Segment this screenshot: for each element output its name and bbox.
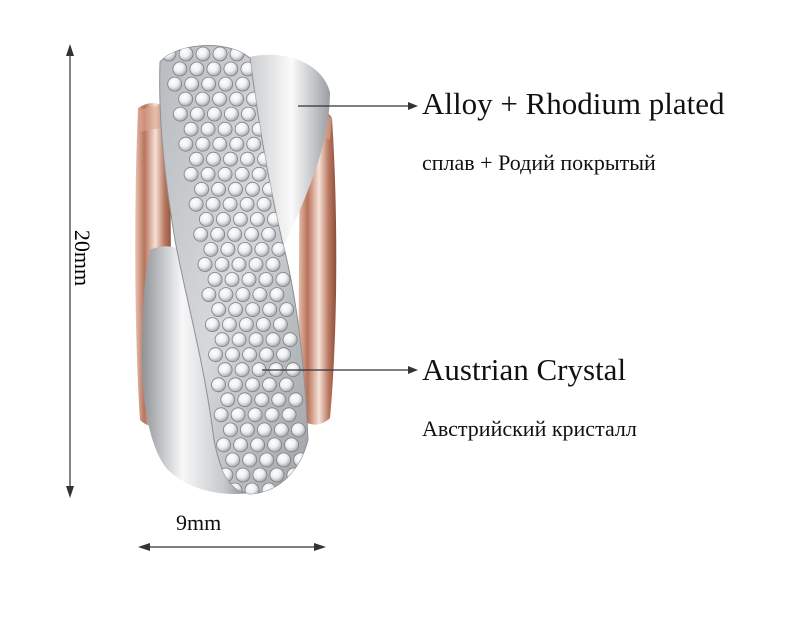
height-dimension-label: 20mm: [70, 229, 95, 287]
height-dimension-arrow: [66, 44, 74, 498]
crystal-label-en: Austrian Crystal: [422, 352, 627, 387]
crystal-leader-line: [262, 366, 418, 374]
width-dimension-label: 9mm: [176, 510, 222, 535]
material-label-en: Alloy + Rhodium plated: [422, 86, 725, 121]
material-label-ru: сплав + Родий покрытый: [422, 150, 656, 175]
width-dimension-arrow: [138, 543, 326, 551]
crystal-label-ru: Австрийский кристалл: [422, 416, 637, 441]
material-leader-line: [298, 102, 418, 110]
